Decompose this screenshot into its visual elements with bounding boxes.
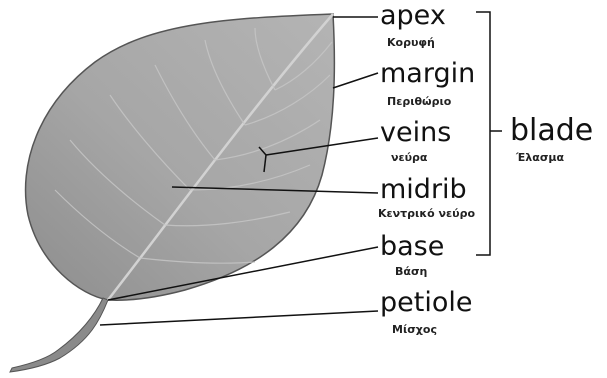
label-margin: margin	[380, 60, 475, 87]
label-apex: apex	[380, 2, 446, 29]
petiole-pointer	[100, 311, 378, 325]
label-veins-greek: νεύρα	[391, 152, 427, 164]
label-base: base	[380, 233, 444, 260]
petiole-shape	[10, 298, 108, 372]
label-petiole-greek: Μίσχος	[392, 324, 437, 336]
label-base-greek: Βάση	[395, 266, 427, 278]
leaf-blade-shape	[26, 14, 335, 300]
label-veins: veins	[380, 119, 451, 146]
label-blade-greek: Έλασμα	[516, 152, 564, 164]
label-apex-greek: Κορυφή	[387, 37, 435, 49]
blade-bracket	[476, 12, 490, 255]
label-blade: blade	[510, 116, 593, 146]
label-midrib: midrib	[380, 176, 467, 203]
margin-pointer	[333, 73, 378, 88]
label-midrib-greek: Κεντρικό νεύρο	[378, 208, 475, 220]
label-petiole: petiole	[380, 289, 472, 316]
label-margin-greek: Περιθώριο	[387, 96, 451, 108]
